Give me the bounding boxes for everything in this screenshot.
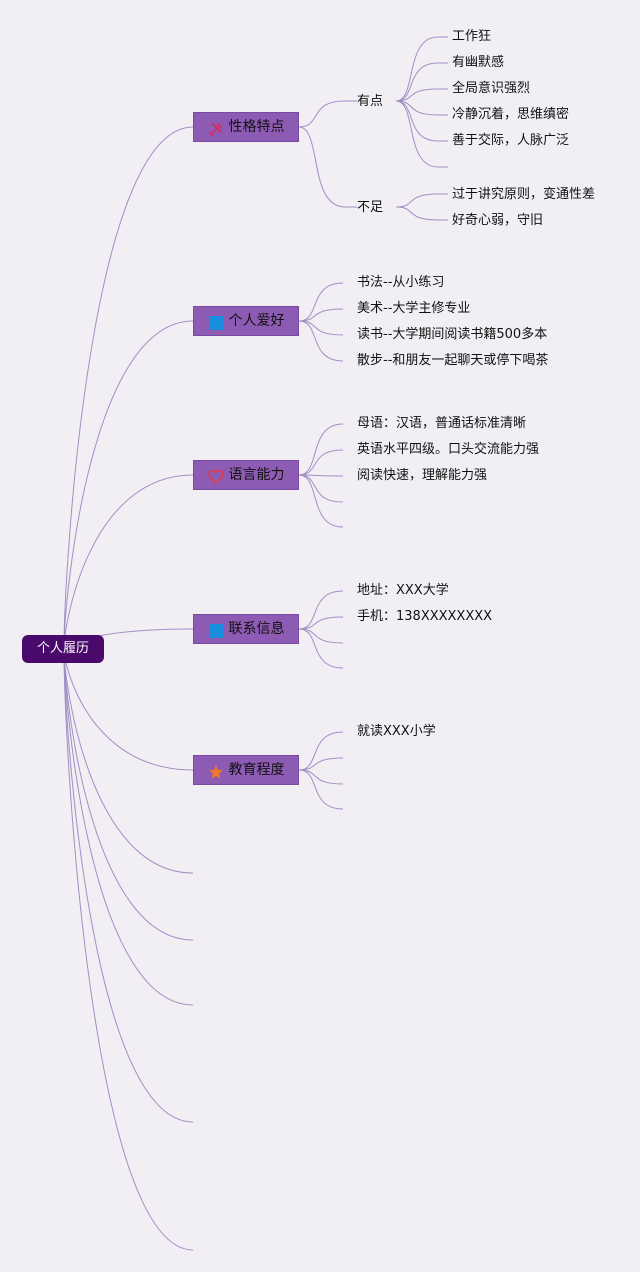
- connector-line: [298, 320, 344, 362]
- connector-line: [298, 126, 346, 208]
- branch-label: 个人爱好: [228, 313, 285, 329]
- connector-line: [63, 648, 194, 771]
- subgroup-weaknesses[interactable]: 不足: [357, 200, 384, 215]
- branch-hobbies[interactable]: 个人爱好: [193, 306, 299, 336]
- connector-line: [298, 449, 344, 476]
- list-item[interactable]: 散步--和朋友一起聊天或停下喝茶: [357, 353, 549, 368]
- connector-line: [298, 757, 344, 771]
- connector-line: [298, 308, 344, 322]
- connector-line: [63, 648, 194, 1251]
- connector-line: [63, 648, 194, 941]
- connector-line: [395, 36, 439, 102]
- list-item[interactable]: 手机：138XXXXXXXX: [357, 609, 493, 624]
- list-item[interactable]: 好奇心弱，守旧: [452, 213, 544, 228]
- list-item[interactable]: 英语水平四级。口头交流能力强: [357, 442, 540, 457]
- connector-line: [298, 423, 344, 476]
- connector-line: [63, 648, 194, 874]
- connector-line: [63, 126, 194, 650]
- connector-line: [298, 474, 344, 503]
- list-item[interactable]: 冷静沉着，思维缜密: [452, 107, 570, 122]
- connector-line: [63, 648, 194, 1123]
- connector-line: [298, 616, 344, 630]
- list-item[interactable]: 美术--大学主修专业: [357, 301, 471, 316]
- list-item[interactable]: 全局意识强烈: [452, 81, 531, 96]
- connector-line: [298, 731, 344, 771]
- connector-line: [63, 648, 194, 1006]
- list-item[interactable]: 读书--大学期间阅读书籍500多本: [357, 327, 548, 342]
- connector-line: [298, 590, 344, 630]
- connector-line: [395, 88, 439, 102]
- connector-line: [395, 193, 439, 208]
- connector-line: [63, 320, 194, 650]
- branch-label: 联系信息: [228, 621, 285, 637]
- list-item[interactable]: 阅读快速，理解能力强: [357, 468, 488, 483]
- branch-label: 性格特点: [228, 119, 285, 135]
- branch-contact[interactable]: 联系信息: [193, 614, 299, 644]
- list-item[interactable]: 过于讲究原则，变通性差: [452, 187, 596, 202]
- branch-education[interactable]: 教育程度: [193, 755, 299, 785]
- tools-icon: [208, 119, 224, 136]
- connector-line: [298, 100, 346, 128]
- list-item[interactable]: 善于交际，人脉广泛: [452, 133, 570, 148]
- list-item[interactable]: 地址：XXX大学: [357, 583, 449, 598]
- branch-personality[interactable]: 性格特点: [193, 112, 299, 142]
- connector-line: [298, 474, 344, 528]
- list-item[interactable]: 书法--从小练习: [357, 275, 445, 290]
- branch-language[interactable]: 语言能力: [193, 460, 299, 490]
- list-item[interactable]: 工作狂: [452, 29, 492, 44]
- connector-line: [298, 769, 344, 810]
- connector-line: [395, 100, 439, 168]
- branch-label: 语言能力: [228, 467, 285, 483]
- connector-line: [298, 282, 344, 322]
- star-icon: [208, 762, 224, 779]
- connector-line: [395, 62, 439, 102]
- heart-icon: [207, 467, 224, 485]
- connector-line: [63, 474, 194, 650]
- root-node[interactable]: 个人履历: [22, 635, 104, 663]
- connector-line: [298, 474, 344, 477]
- branch-label: 教育程度: [228, 762, 285, 778]
- list-item[interactable]: 就读XXX小学: [357, 724, 436, 739]
- list-item[interactable]: 有幽默感: [452, 55, 505, 70]
- square-icon: [208, 313, 224, 330]
- square-icon: [208, 621, 224, 638]
- subgroup-strengths[interactable]: 有点: [357, 94, 384, 109]
- connector-line: [298, 628, 344, 669]
- connector-line: [395, 100, 439, 142]
- connector-line: [395, 206, 439, 221]
- list-item[interactable]: 母语：汉语，普通话标准清晰: [357, 416, 527, 431]
